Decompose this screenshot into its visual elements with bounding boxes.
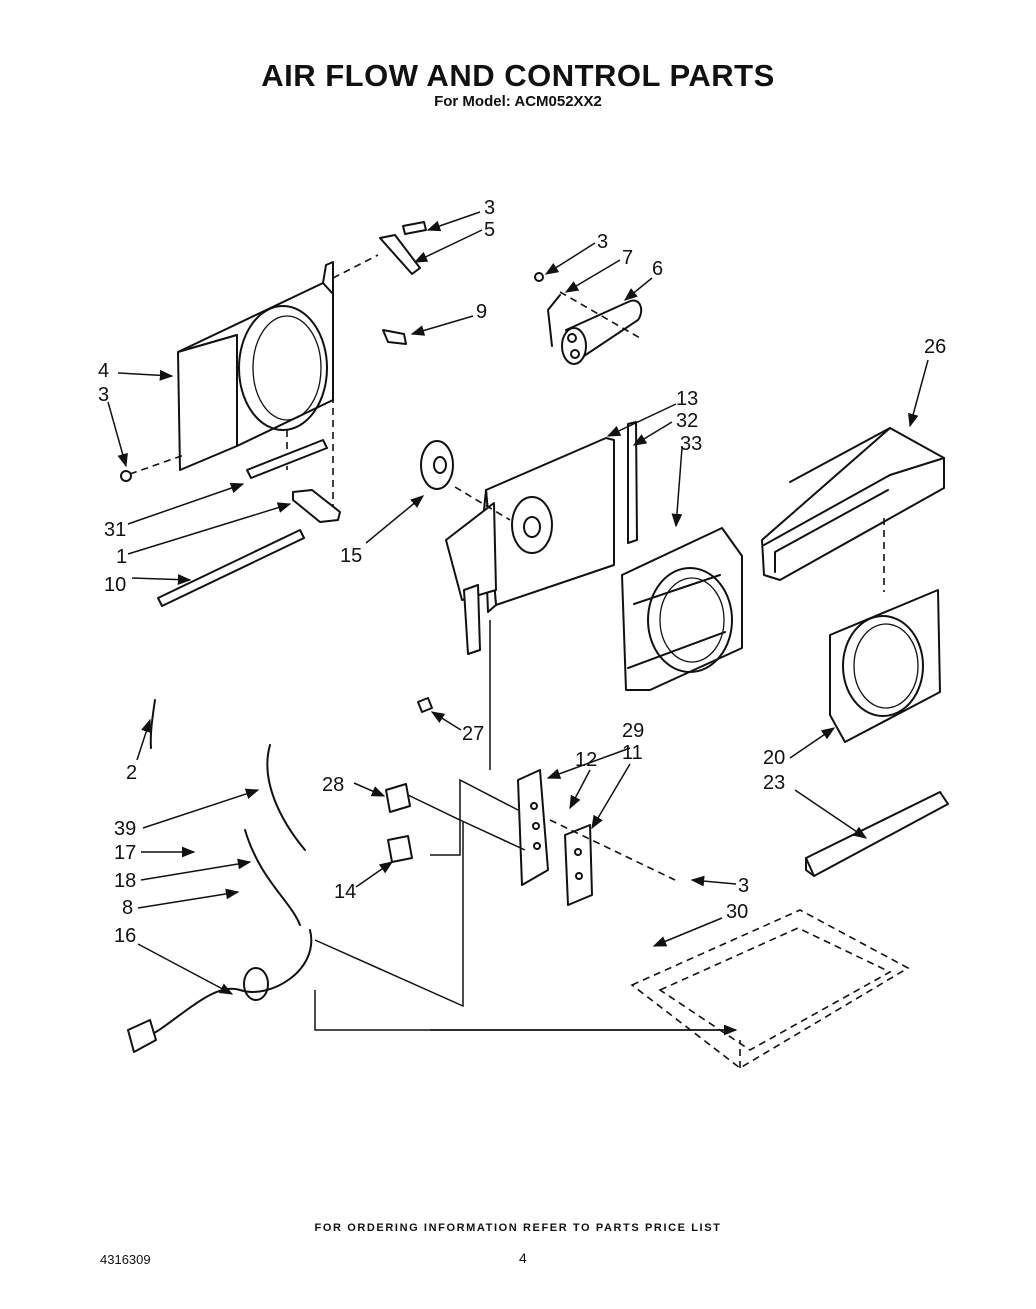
page-title: AIR FLOW AND CONTROL PARTS [261,58,775,93]
base-pan-outline [630,909,910,1069]
callout-28: 28 [322,774,344,796]
callout-14: 14 [334,881,356,903]
capacitor-part [534,272,643,365]
callout-39: 39 [114,818,136,840]
callout-16: 16 [114,925,136,947]
callout-18: 18 [114,870,136,892]
callout-20: 20 [763,747,785,769]
callout-33: 33 [680,433,702,455]
blower-scroll-part [621,527,743,691]
callout-3: 3 [597,231,608,253]
callout-30: 30 [726,901,748,923]
ordering-note: FOR ORDERING INFORMATION REFER TO PARTS … [314,1222,722,1234]
mounting-strips [157,221,427,607]
document-number: 4316309 [100,1252,151,1267]
insulation-strip-part [805,791,949,877]
callout-32: 32 [676,410,698,432]
callout-7: 7 [622,247,633,269]
air-duct-part [761,427,945,592]
callout-3: 3 [98,384,109,406]
callout-2: 2 [126,762,137,784]
callout-5: 5 [484,219,495,241]
callout-31: 31 [104,519,126,541]
callout-9: 9 [476,301,487,323]
wiring [127,699,730,1053]
callout-17: 17 [114,842,136,864]
switch-parts [385,697,433,863]
callout-6: 6 [652,258,663,280]
page-number: 4 [519,1250,527,1266]
callout-3: 3 [484,197,495,219]
callout-3: 3 [738,875,749,897]
orifice-ring-part [829,589,941,743]
callout-labels: 3 5 3 7 6 9 26 4 3 13 32 33 31 1 15 10 2… [98,197,946,947]
callout-29: 29 [622,720,644,742]
callout-11: 11 [622,742,643,764]
callout-8: 8 [122,897,133,919]
callout-23: 23 [763,772,785,794]
callout-27: 27 [462,723,484,745]
leader-lines [107,211,929,1036]
callout-15: 15 [340,545,362,567]
callout-4: 4 [98,360,109,382]
callout-12: 12 [575,749,597,771]
control-bracket-part [517,769,676,906]
blower-hub-part [420,440,454,490]
model-subtitle: For Model: ACM052XX2 [434,93,602,110]
callout-10: 10 [104,574,126,596]
callout-1: 1 [116,546,127,568]
motor-mount-plate [445,421,638,770]
callout-13: 13 [676,388,698,410]
orifice-panel-part [120,254,379,510]
callout-26: 26 [924,336,946,358]
